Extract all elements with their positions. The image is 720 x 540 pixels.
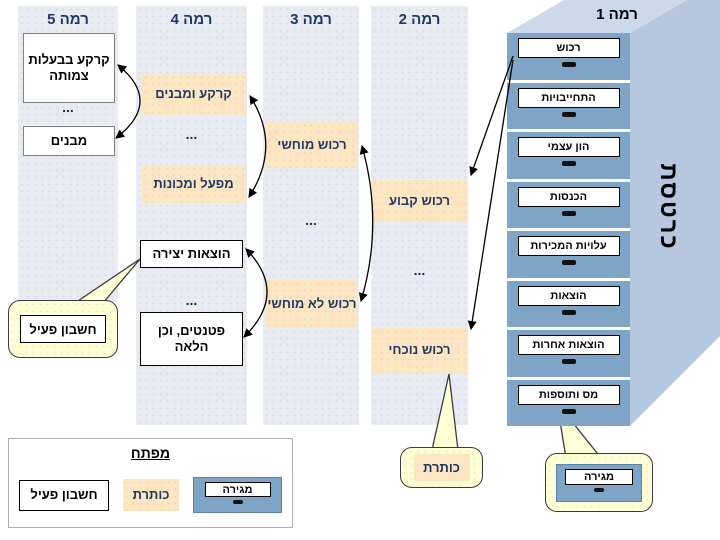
- legend: מפתח מגירה כותרת חשבון פעיל: [8, 438, 293, 528]
- drawer-label: הון עצמי: [517, 137, 620, 157]
- column-level3: רמה 3: [263, 6, 359, 425]
- cabinet-drawer: רכוש: [507, 33, 630, 80]
- ellipsis-level5: ...: [62, 99, 74, 115]
- box-land-ownership: קרקע בבעלות צמותה: [23, 33, 115, 103]
- legend-item-drawer: מגירה: [193, 477, 282, 513]
- legend-title: מפתח: [130, 445, 171, 461]
- cabinet-drawer: הוצאות: [507, 280, 630, 327]
- drawer-handle-icon: [561, 359, 576, 364]
- column-level4-title: רמה 4: [170, 11, 213, 28]
- legend-item-header: כותרת: [123, 479, 179, 511]
- drawer-handle-icon: [561, 111, 576, 117]
- cabinet-drawer: מס ותוספות: [507, 379, 630, 426]
- drawer-label: התחייבויות: [517, 87, 620, 108]
- drawer-callout-label: מגירה: [565, 468, 633, 485]
- box-fixed-assets: רכוש קבוע: [371, 180, 468, 222]
- drawer-label: מס ותוספות: [517, 384, 620, 405]
- legend-item-active-account: חשבון פעיל: [19, 479, 109, 511]
- drawer-handle-icon: [561, 309, 576, 315]
- cabinet-drawer: עלויות המכירות: [507, 231, 630, 278]
- box-buildings: מבנים: [23, 126, 115, 156]
- active-account-callout: חשבון פעיל: [8, 300, 118, 358]
- box-tangible-assets: רכוש מוחשי: [266, 122, 358, 168]
- box-creation-expenses: הוצאות יצירה: [140, 240, 243, 268]
- header-callout: כותרת: [400, 447, 483, 488]
- drawer-label: הכנסות: [517, 186, 620, 207]
- drawer-label: עלויות המכירות: [517, 236, 620, 256]
- drawer-handle-icon: [561, 210, 576, 216]
- drawer-callout: מגירה: [545, 453, 653, 512]
- cabinet-title-level1: רמה 1: [596, 6, 638, 23]
- ellipsis-level4-a: ...: [185, 126, 198, 142]
- legend-header-label: כותרת: [123, 479, 179, 511]
- active-account-callout-label: חשבון פעיל: [20, 315, 106, 343]
- drawer-handle-icon: [561, 62, 576, 67]
- drawer-handle-icon: [561, 408, 576, 414]
- cabinet-drawer: הוצאות אחרות: [507, 330, 630, 377]
- ellipsis-level2: ...: [413, 262, 426, 278]
- drawer-label: הוצאות: [517, 285, 620, 306]
- cabinet-side-label: כרטסת: [655, 163, 682, 251]
- legend-active-account-label: חשבון פעיל: [19, 479, 109, 511]
- legend-drawer-label: מגירה: [204, 482, 271, 497]
- drawer-label: רכוש: [517, 38, 620, 58]
- column-level3-title: רמה 3: [290, 11, 332, 28]
- cabinet-front: רכוש התחייבויות הון עצמי הכנסות עלויות ה…: [507, 33, 630, 426]
- box-plant-and-machinery: מפעל ומכונות: [142, 165, 245, 203]
- box-intangible-assets: רכוש לא מוחשי: [266, 280, 358, 328]
- drawer-handle-icon: [561, 161, 576, 166]
- cabinet-drawer: הכנסות: [507, 181, 630, 228]
- column-level5-title: רמה 5: [47, 11, 89, 28]
- drawer-label: הוצאות אחרות: [517, 335, 620, 355]
- box-land-and-buildings: קרקע ומבנים: [142, 74, 245, 115]
- drawer-handle-icon: [594, 487, 604, 492]
- box-current-assets: רכוש נוכחי: [371, 328, 468, 373]
- ellipsis-level3: ...: [305, 212, 317, 228]
- cabinet-drawer: התחייבויות: [507, 82, 630, 129]
- drawer-glyph-icon: מגירה: [193, 477, 282, 513]
- ellipsis-level4-b: ...: [185, 292, 198, 308]
- header-callout-label: כותרת: [413, 454, 470, 481]
- cabinet-drawer: הון עצמי: [507, 132, 630, 179]
- legend-items: מגירה כותרת חשבון פעיל: [19, 473, 282, 517]
- drawer-handle-icon: [232, 500, 243, 504]
- drawer-handle-icon: [561, 260, 576, 265]
- column-level2-title: רמה 2: [398, 11, 441, 28]
- drawer-glyph-icon: מגירה: [556, 463, 642, 502]
- box-patents: פטנטים, וכן הלאה: [140, 312, 243, 366]
